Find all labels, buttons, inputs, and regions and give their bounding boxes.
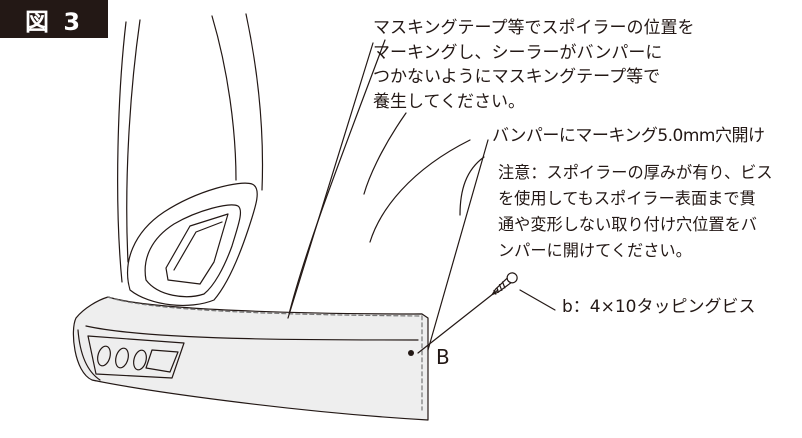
surface-line — [363, 112, 407, 195]
body-panel-line — [117, 21, 127, 283]
surface-line — [287, 39, 386, 319]
masking-instruction-line: 養生してください。 — [373, 91, 525, 112]
screw-label: b：4×10タッピングビス — [562, 297, 756, 317]
fog-lamp-recess-line — [173, 221, 223, 271]
hole-point-marker — [408, 350, 414, 356]
body-panel-line — [245, 13, 264, 191]
spoiler-top-edge — [85, 325, 419, 341]
hole-drilling-caution: 注意：スポイラーの厚みが有り、ビス を使用してもスポイラー表面まで貫 通や変形し… — [498, 160, 773, 264]
masking-instruction: マスキングテープ等でスポイラーの位置を マーキングし、シーラーがバンパーに つか… — [373, 16, 694, 114]
tapping-screw-icon — [491, 272, 518, 296]
surface-line — [369, 139, 471, 243]
leader-line — [417, 289, 499, 354]
fog-lamp-recess — [165, 213, 229, 285]
caution-line: 通や変形しない取り付け穴位置をバ — [498, 215, 757, 234]
caution-line: ンパーに開けてください。 — [498, 241, 692, 260]
fog-lamp-bezel-outer — [126, 182, 258, 307]
fog-lamp-bezel-inner — [144, 204, 242, 298]
caution-line: 注意：スポイラーの厚みが有り、ビス — [498, 163, 773, 182]
spoiler-lamp — [97, 345, 111, 367]
caution-line: を使用してもスポイラー表面まで貫 — [498, 189, 756, 208]
leader-line — [427, 139, 489, 351]
body-panel-line — [126, 19, 141, 263]
hole-drilling-title: バンパーにマーキング5.0mm穴開け — [492, 126, 765, 146]
leader-line — [287, 42, 374, 319]
masking-dashed-line — [107, 296, 423, 411]
figure-label: 図 3 — [0, 0, 108, 38]
masking-instruction-line: マーキングし、シーラーがバンパーに — [373, 42, 663, 63]
masking-instruction-line: マスキングテープ等でスポイラーの位置を — [373, 18, 695, 38]
body-panel-line — [211, 15, 237, 181]
masking-instruction-line: つかないようにマスキングテープ等で — [373, 67, 661, 87]
surface-line — [459, 156, 485, 216]
spoiler-front-edge — [77, 329, 101, 381]
leader-line — [519, 289, 556, 311]
spoiler-lamp — [115, 347, 129, 369]
spoiler-lamp — [133, 349, 147, 371]
point-b-label: B — [436, 345, 450, 369]
spoiler-lamp-housing — [87, 335, 185, 379]
spoiler-lamp-lens — [145, 349, 179, 373]
